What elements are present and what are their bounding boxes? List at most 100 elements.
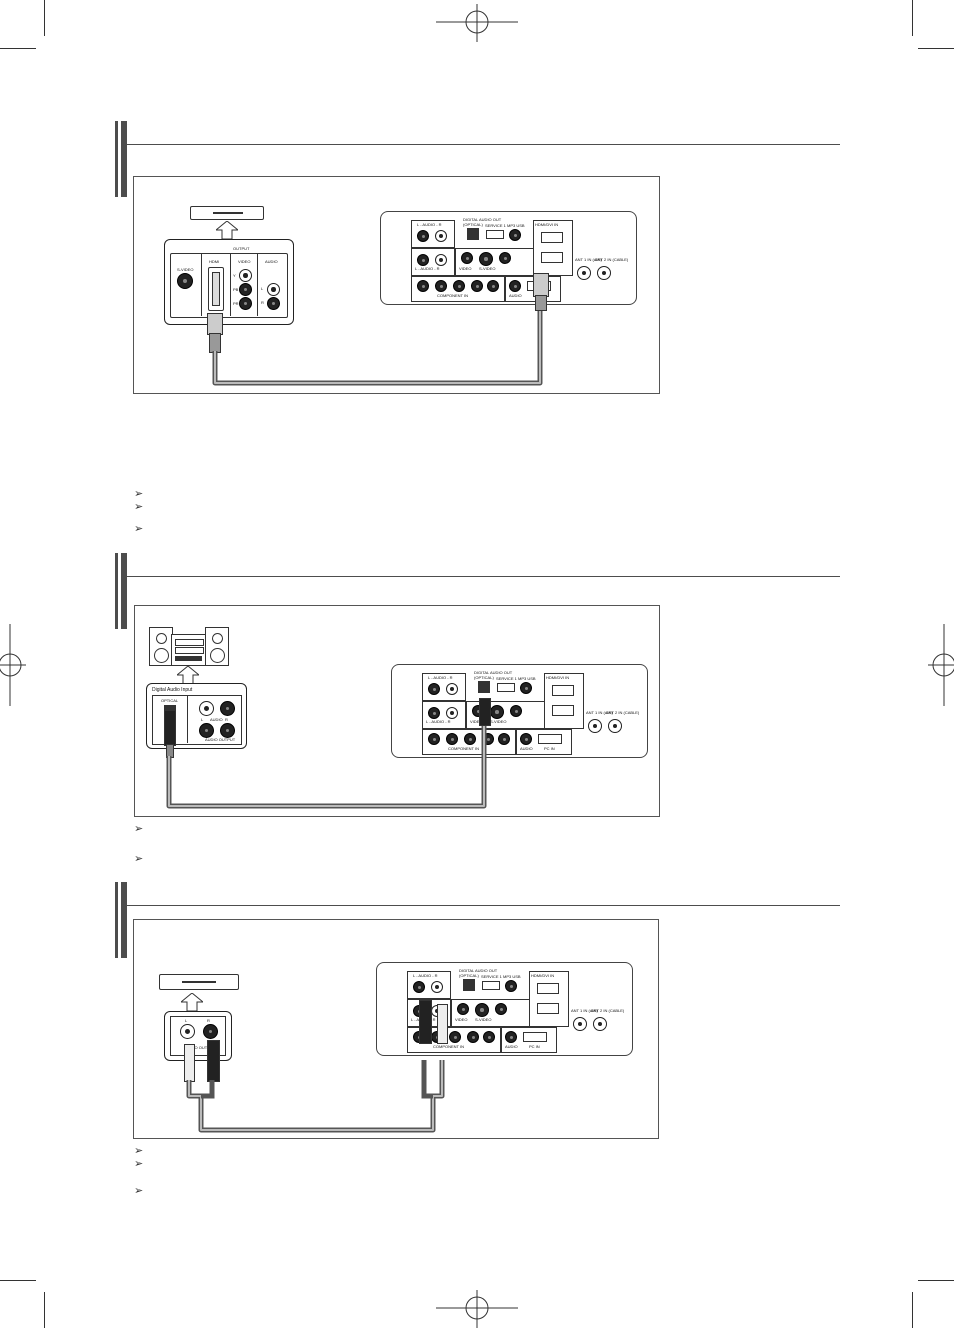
rca-plug-white-right bbox=[437, 1004, 448, 1044]
service-label: SERVICE 1 bbox=[481, 974, 502, 979]
pc-audio-jack bbox=[505, 1031, 517, 1043]
hdmi-in-label: HDMI/DVI IN bbox=[546, 675, 570, 680]
digital-audio-out-label: DIGITAL AUDIO OUT bbox=[459, 968, 498, 973]
audio-lr-label: L - AUDIO - R bbox=[417, 222, 442, 227]
section-3-rule bbox=[127, 905, 840, 906]
optical-label: (OPTICAL) bbox=[474, 675, 494, 680]
audio-r-port bbox=[267, 297, 280, 310]
optical-plug-right bbox=[479, 698, 491, 726]
hdmi-port-1 bbox=[541, 232, 563, 243]
registration-mark-left bbox=[0, 624, 26, 706]
component-jack bbox=[446, 733, 458, 745]
component-y-port bbox=[239, 269, 252, 282]
audio-r-port bbox=[220, 701, 235, 716]
audio-l-port bbox=[180, 1024, 195, 1039]
digital-audio-out-label: DIGITAL AUDIO OUT bbox=[463, 217, 502, 222]
optical-connection-diagram: Digital Audio Input OPTICAL L AUDIO R AU… bbox=[134, 605, 660, 817]
component-jack bbox=[417, 280, 429, 292]
audio-label: AUDIO bbox=[520, 746, 533, 751]
usb-port bbox=[520, 682, 532, 694]
video-label: VIDEO bbox=[455, 1017, 468, 1022]
usb-port bbox=[509, 229, 521, 241]
component-jack bbox=[428, 733, 440, 745]
section-1-marker bbox=[115, 121, 127, 197]
av-jack bbox=[499, 252, 511, 264]
component-jack bbox=[464, 733, 476, 745]
service-port bbox=[486, 230, 504, 239]
arrow-up-icon bbox=[216, 221, 238, 239]
optical-label: OPTICAL bbox=[161, 698, 179, 703]
tv-rear-panel: L - AUDIO - R L - AUDIO - R DIGITAL AUDIO … bbox=[380, 211, 637, 305]
pc-vga-port bbox=[538, 734, 562, 744]
component-jack bbox=[435, 280, 447, 292]
s-video-label: S-VIDEO bbox=[475, 1017, 492, 1022]
pc-audio-jack bbox=[509, 280, 521, 292]
s-video-label: S-VIDEO bbox=[177, 267, 194, 272]
component-jack bbox=[487, 280, 499, 292]
ant2-label: ANT 2 IN (CABLE) bbox=[591, 1008, 625, 1013]
section-3-marker bbox=[115, 882, 127, 958]
optical-jack bbox=[463, 979, 475, 991]
rca-plug-red-right bbox=[419, 1000, 432, 1044]
audio-jack bbox=[431, 981, 443, 993]
mp3-usb-label: MP3 USB bbox=[507, 223, 525, 228]
hdmi-plug-right bbox=[533, 273, 549, 297]
component-jack bbox=[471, 280, 483, 292]
pc-in-label: PC IN bbox=[544, 746, 555, 751]
hdmi-connection-diagram: OUTPUT S-VIDEO HDMI VIDEO Y PB PR AUDIO … bbox=[133, 176, 660, 394]
ant2-label: ANT 2 IN (CABLE) bbox=[595, 257, 629, 262]
s-video-label: S-VIDEO bbox=[479, 266, 496, 271]
component-jack bbox=[467, 1031, 479, 1043]
video-jack bbox=[461, 252, 473, 264]
ant1-port bbox=[577, 266, 591, 280]
speaker-left-icon bbox=[149, 627, 173, 666]
audio-lr-label: L - AUDIO - R bbox=[415, 266, 440, 271]
arrow-up-icon bbox=[181, 993, 203, 1011]
registration-mark-bottom bbox=[436, 1290, 518, 1328]
s-video-label: S-VIDEO bbox=[490, 719, 507, 724]
audio-out-label: AUDIO OUT bbox=[185, 1045, 208, 1050]
hdmi-in-label: HDMI/DVI IN bbox=[531, 973, 555, 978]
audio-jack bbox=[413, 981, 425, 993]
digital-audio-input-label: Digital Audio Input bbox=[152, 687, 193, 693]
section-2-rule bbox=[127, 576, 840, 577]
optical-jack bbox=[478, 681, 490, 693]
usb-port bbox=[505, 980, 517, 992]
optical-label: (OPTICAL) bbox=[459, 973, 479, 978]
component-pb-port bbox=[239, 283, 252, 296]
pc-audio-jack bbox=[520, 733, 532, 745]
component-pr-port bbox=[239, 297, 252, 310]
audio-jack bbox=[417, 230, 429, 242]
video-jack bbox=[457, 1003, 469, 1015]
hdmi-port-1 bbox=[537, 983, 559, 994]
section-1-rule bbox=[127, 144, 840, 145]
service-label: SERVICE 1 bbox=[485, 223, 506, 228]
tip-arrow: ➢ bbox=[134, 853, 144, 865]
component-in-label: COMPONENT IN bbox=[433, 1044, 465, 1049]
s-video-jack bbox=[479, 252, 493, 266]
component-jack bbox=[449, 1031, 461, 1043]
mp3-usb-label: MP3 USB bbox=[503, 974, 521, 979]
audio-lr-label: L - AUDIO - R bbox=[413, 973, 438, 978]
hdmi-port-2 bbox=[552, 705, 574, 716]
ant2-port bbox=[593, 1017, 607, 1031]
ant2-port bbox=[597, 266, 611, 280]
ant1-label: ANT 1 IN (AIR) bbox=[571, 1008, 598, 1013]
hdmi-port-2 bbox=[537, 1003, 559, 1014]
ant1-label: ANT 1 IN (AIR) bbox=[586, 710, 613, 715]
audio-jack bbox=[428, 707, 440, 719]
audio-r-port bbox=[203, 1024, 218, 1039]
mp3-usb-label: MP3 USB bbox=[518, 676, 536, 681]
audio-jack bbox=[435, 230, 447, 242]
video-label: VIDEO bbox=[459, 266, 472, 271]
s-video-port bbox=[177, 273, 193, 289]
optical-cable bbox=[166, 718, 487, 809]
tip-arrow: ➢ bbox=[134, 823, 144, 835]
device-back-panel: OUTPUT S-VIDEO HDMI VIDEO Y PB PR AUDIO … bbox=[164, 239, 294, 325]
audio-jack bbox=[446, 683, 458, 695]
arrow-up-icon bbox=[177, 666, 199, 684]
section-2-marker bbox=[115, 553, 127, 629]
receiver-back-panel: Digital Audio Input OPTICAL L AUDIO R AU… bbox=[146, 683, 247, 749]
optical-jack bbox=[467, 228, 479, 240]
